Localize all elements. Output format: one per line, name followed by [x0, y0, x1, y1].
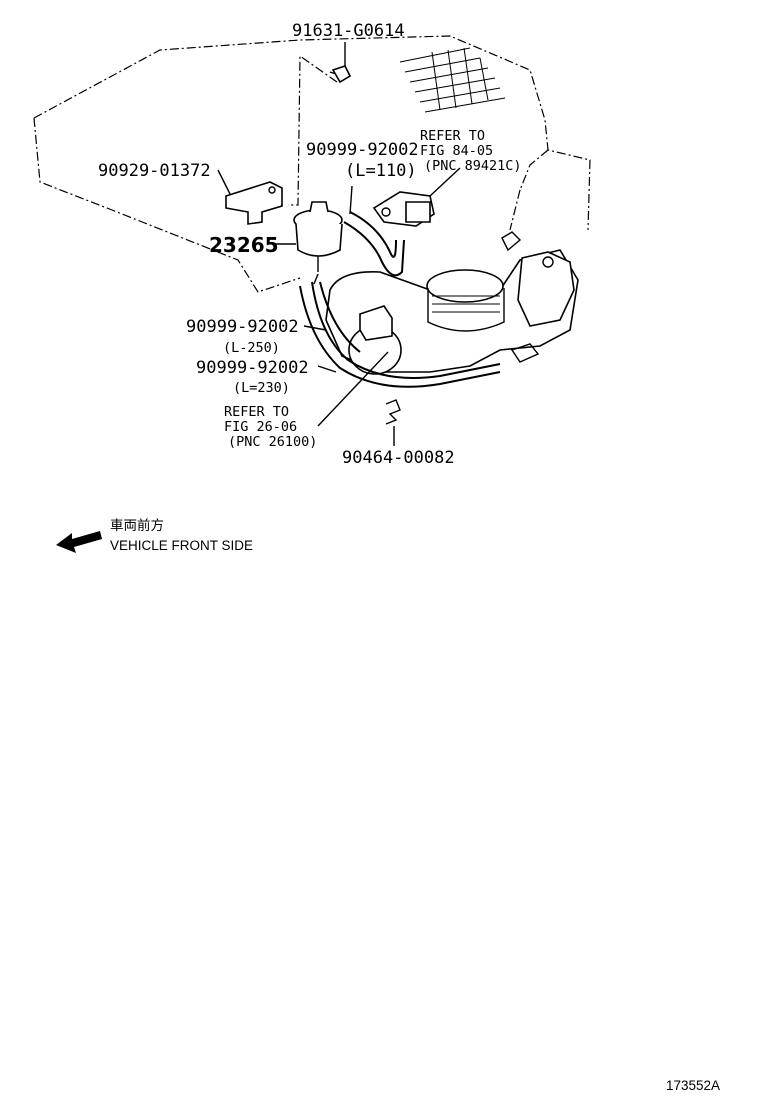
engine-outline	[33, 35, 591, 293]
label-refer2-line1: REFER TO	[224, 404, 289, 420]
refer2-leader	[317, 351, 389, 427]
front-label-jp: 車両前方	[110, 517, 164, 533]
front-label-en: VEHICLE FRONT SIDE	[110, 538, 253, 553]
label-filter: 23265	[209, 233, 279, 257]
filter-part	[272, 201, 343, 272]
label-hose-top: 90999-92002	[306, 140, 419, 160]
clamp-part	[217, 169, 283, 225]
bolt-part	[288, 42, 352, 206]
label-refer2-line2: FIG 26-06	[224, 419, 297, 435]
label-hose-low: 90999-92002	[196, 358, 309, 378]
front-direction-indicator: 車両前方 VEHICLE FRONT SIDE	[56, 517, 253, 553]
label-hose-mid: 90999-92002	[186, 317, 299, 337]
label-hose-low-length: (L=230)	[233, 380, 290, 396]
label-refer1-line3: (PNC 89421C)	[424, 158, 522, 174]
label-clip: 90464-00082	[342, 448, 455, 468]
hose-top-part	[343, 185, 405, 277]
label-hose-top-length: (L=110)	[345, 161, 417, 181]
label-refer2-line3: (PNC 26100)	[228, 434, 317, 450]
sensor-part	[372, 167, 461, 227]
figure-id: 173552A	[666, 1078, 720, 1093]
label-bolt: 91631-G0614	[292, 21, 405, 41]
front-arrow-icon	[56, 531, 102, 553]
label-refer1-line2: FIG 84-05	[420, 143, 493, 159]
label-clamp: 90929-01372	[98, 161, 211, 181]
label-hose-mid-length: (L-250)	[223, 340, 280, 356]
hose-long-parts	[299, 273, 501, 388]
clip-part	[385, 399, 401, 446]
label-refer1-line1: REFER TO	[420, 128, 485, 144]
throttle-assembly	[325, 231, 579, 375]
